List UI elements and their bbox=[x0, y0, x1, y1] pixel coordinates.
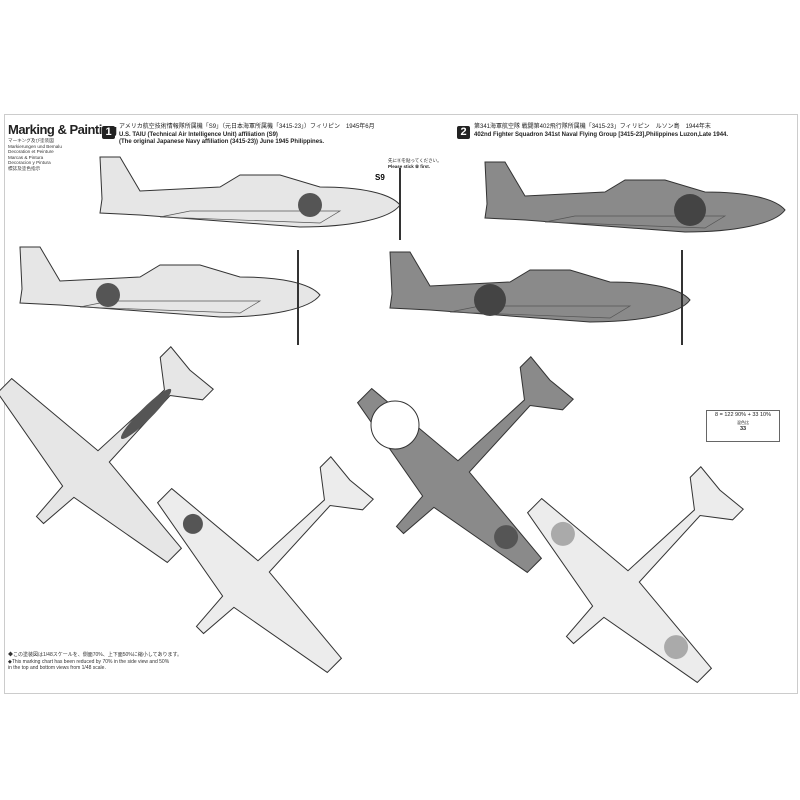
star-insignia bbox=[298, 193, 322, 217]
marking-1-top-view bbox=[0, 282, 278, 606]
first-note-jp: 先に⑧を貼ってください。 bbox=[388, 158, 442, 163]
section-subtitles: マーキング及び塗装図 Markierungen und Bemalu Decor… bbox=[8, 138, 62, 172]
footnote-en1: ◆This marking chart has been reduced by … bbox=[8, 658, 170, 665]
marking-2-number: 2 bbox=[457, 126, 470, 139]
subtitle: Markierungen und Bemalu bbox=[8, 143, 62, 149]
marking-1-en2: (The original Japanese Navy affiliation … bbox=[119, 139, 325, 145]
subtitle: Decoration et Peinture bbox=[8, 149, 54, 155]
footnote-jp: ◆この塗装図は1/48スケールを、側面70%、上下面50%に縮小してあります。 bbox=[8, 652, 182, 658]
marking-1-jp: アメリカ航空技術情報隊所属機「S9」（元日本海軍所属機「3415-23」）フィリ… bbox=[119, 124, 375, 130]
paint-sub: 混色比 bbox=[737, 420, 749, 425]
marking-1-side-view-left bbox=[19, 246, 321, 318]
marking-2-en1: 402nd Fighter Squadron 341st Naval Flyin… bbox=[474, 131, 729, 138]
marking-1-side-view-right bbox=[99, 156, 401, 228]
marking-2-side-view-right bbox=[484, 161, 786, 233]
marking-1-header: アメリカ航空技術情報隊所属機「S9」（元日本海軍所属機「3415-23」）フィリ… bbox=[119, 124, 375, 147]
marking-2-jp: 第341海軍航空隊 戦闘第402飛行隊所属機「3415-23」フィリピン ルソン… bbox=[474, 124, 711, 130]
marking-2-bottom-view bbox=[484, 402, 800, 726]
tail-code: S9 bbox=[375, 173, 385, 182]
marking-1-en1: U.S. TAIU (Technical Air Intelligence Un… bbox=[119, 131, 278, 138]
paint-mix-box: 8 = 122 90% + 33 10% 混色比 33 bbox=[706, 410, 780, 442]
subtitle: マーキング及び塗装図 bbox=[8, 138, 54, 143]
marking-1-bottom-view bbox=[114, 392, 438, 716]
section-title: Marking & Painting bbox=[8, 122, 117, 137]
marking-1-number: 1 bbox=[102, 126, 115, 139]
footnote: ◆この塗装図は1/48スケールを、側面70%、上下面50%に縮小してあります。 … bbox=[8, 652, 182, 672]
paint-code: 33 bbox=[739, 426, 747, 432]
subtitle: Marcas & Pintura bbox=[8, 154, 44, 160]
footnote-en2: in the top and bottom views from 1/48 sc… bbox=[8, 665, 106, 671]
first-note: 先に⑧を貼ってください。 Please stick ⑧ first. bbox=[388, 158, 442, 170]
first-note-en: Please stick ⑧ first. bbox=[388, 164, 431, 169]
paint-formula: 8 = 122 90% + 33 10% bbox=[715, 412, 771, 418]
marking-2-side-view-left bbox=[389, 251, 691, 323]
subtitle: 標誌及塗色指示 bbox=[8, 165, 41, 171]
subtitle: Decoracion y Pintura bbox=[8, 160, 51, 166]
detail-callout bbox=[370, 400, 420, 450]
marking-2-header: 第341海軍航空隊 戦闘第402飛行隊所属機「3415-23」フィリピン ルソン… bbox=[474, 124, 728, 139]
